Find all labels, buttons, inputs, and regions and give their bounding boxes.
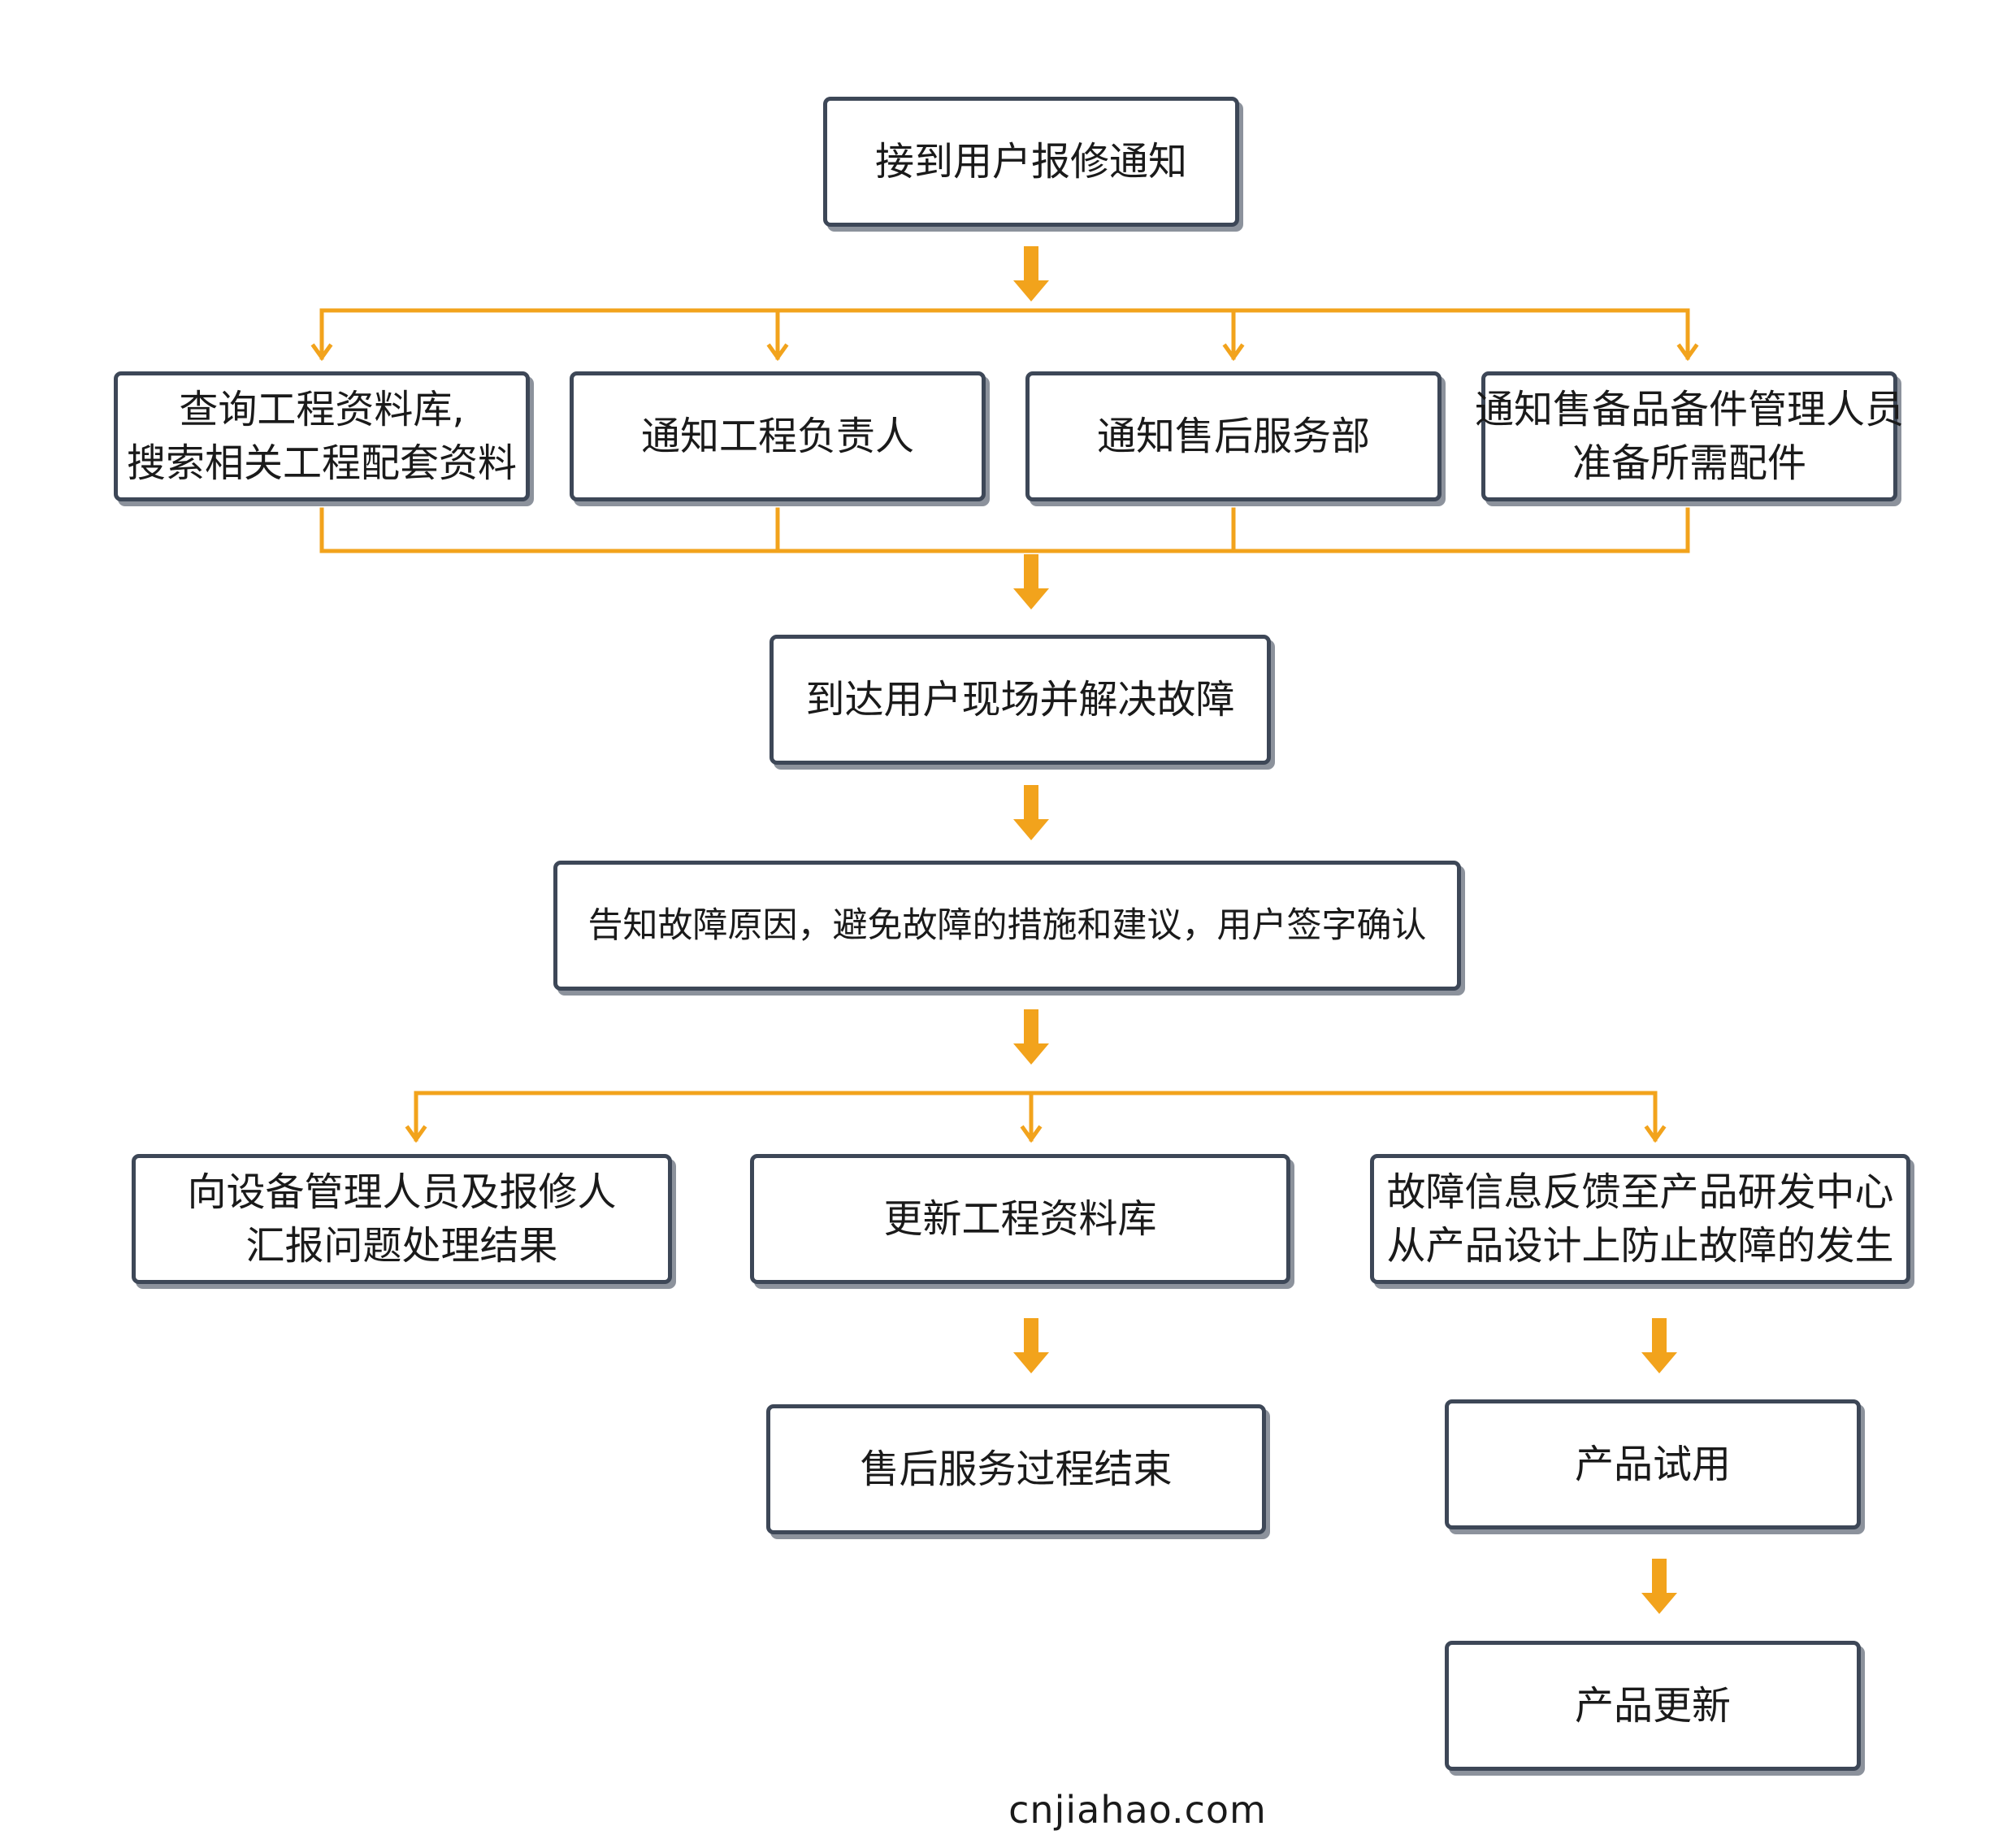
node-receive-report: 接到用户报修通知 (823, 97, 1239, 227)
arrow-to-notify-engineer-head (766, 343, 789, 362)
arrow-receive-to-branch (1013, 246, 1049, 301)
node-notify-service-dept: 通知售后服务部 (1025, 371, 1442, 501)
node-product-trial: 产品试用 (1445, 1399, 1861, 1529)
arrow-arrive-to-explain (1013, 785, 1049, 840)
arrow-to-update-database-head (1020, 1125, 1043, 1143)
arrow-to-notify-spare-head (1676, 343, 1699, 362)
merge-bar (319, 507, 1690, 553)
node-notify-spare-parts: 通知售备品备件管理人员准备所需配件 (1475, 371, 1904, 501)
node-explain-and-sign: 告知故障原因，避免故障的措施和建议，用户签字确认 (553, 861, 1461, 991)
arrow-to-query-database-head (310, 343, 333, 362)
arrow-update-to-end (1013, 1318, 1049, 1373)
node-notify-engineer: 通知工程负责人 (570, 371, 986, 501)
arrow-to-notify-service-head (1222, 343, 1245, 362)
arrow-to-feedback-rnd-head (1644, 1125, 1667, 1143)
node-update-database: 更新工程资料库 (750, 1154, 1290, 1284)
arrow-trial-to-update (1641, 1559, 1677, 1614)
node-product-update: 产品更新 (1445, 1641, 1861, 1771)
node-arrive-and-fix: 到达用户现场并解决故障 (770, 635, 1271, 765)
arrow-feedback-to-trial (1641, 1318, 1677, 1373)
footer-watermark: cnjiahao.com (1008, 1788, 1267, 1832)
arrow-to-report-result-head (405, 1125, 427, 1143)
node-feedback-rnd: 故障信息反馈至产品研发中心从产品设计上防止故障的发生 (1370, 1154, 1910, 1284)
node-report-result: 向设备管理人员及报修人汇报问题处理结果 (132, 1154, 672, 1284)
node-service-end: 售后服务过程结束 (766, 1404, 1266, 1534)
arrow-explain-to-branch (1013, 1009, 1049, 1065)
arrow-merge-to-arrive (1013, 554, 1049, 609)
node-query-database: 查询工程资料库,搜索相关工程配套资料 (114, 371, 530, 501)
